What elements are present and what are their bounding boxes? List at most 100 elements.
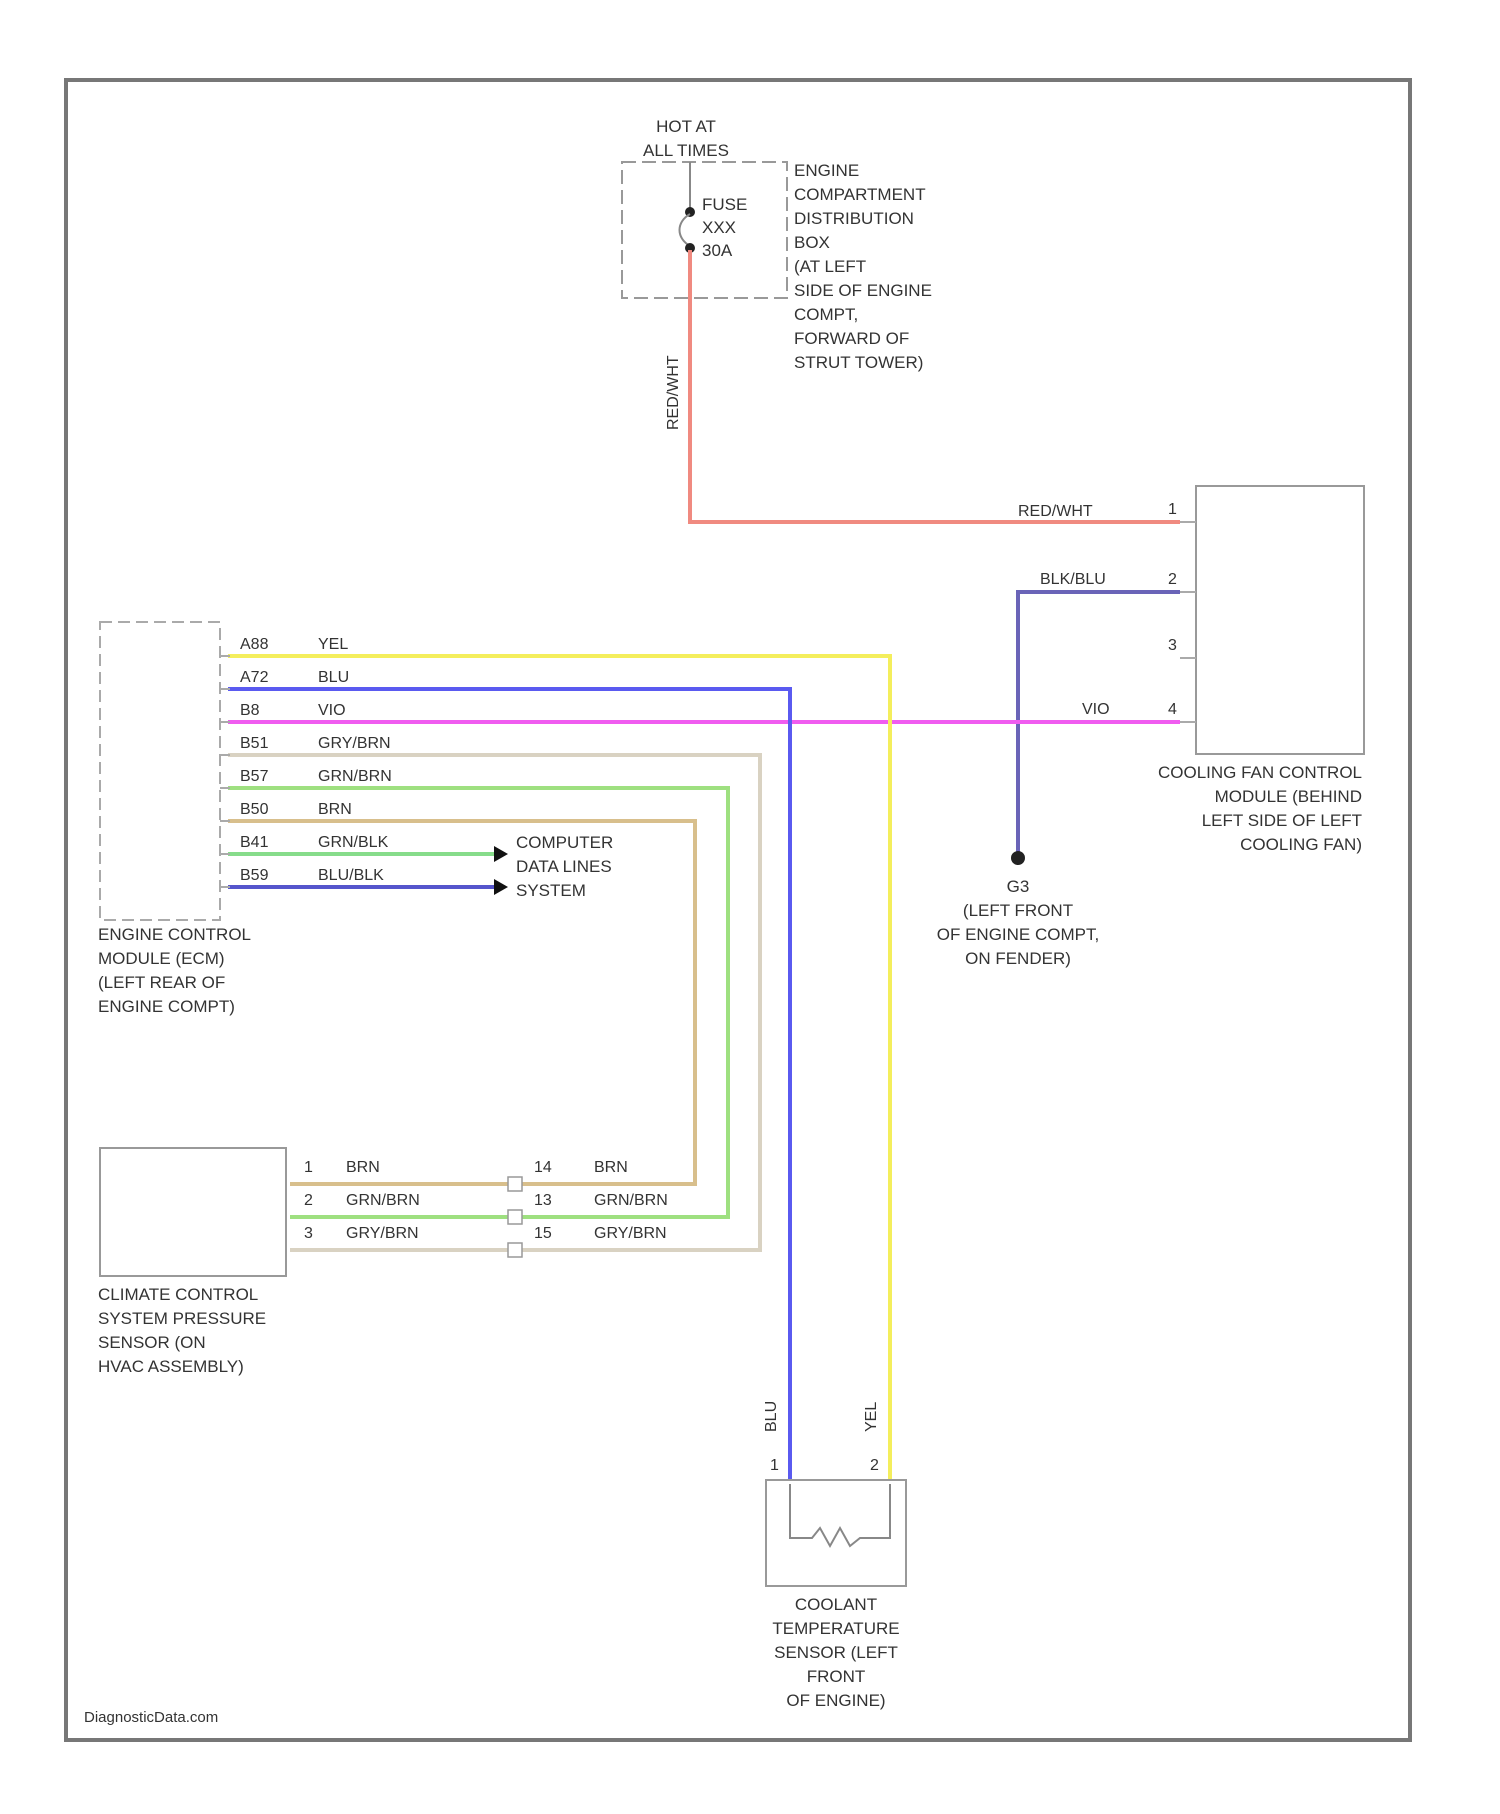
fuse-location-line-2: COMPARTMENT [794,185,926,204]
computer-data-lines: COMPUTER DATA LINES SYSTEM [494,833,613,900]
fuse-label-line-1: FUSE [702,195,747,214]
wire-label-vio: VIO [1082,701,1110,718]
fan-pin-2: 2 [1168,571,1177,588]
coolant-label-line-2: TEMPERATURE [772,1619,899,1638]
fan-module-label-line-3: LEFT SIDE OF LEFT [1202,811,1362,830]
fan-module-label-line-2: MODULE (BEHIND [1215,787,1362,806]
wire-brn [228,821,695,1184]
coolant-label-line-1: COOLANT [795,1595,877,1614]
pressure-label-line-1: CLIMATE CONTROL [98,1285,258,1304]
wire-label-red-wht: RED/WHT [1018,503,1093,520]
inline-pin-14: 14 [534,1159,552,1176]
pressure-sensor-box [100,1148,286,1276]
pressure-pin-3: 3 [304,1225,313,1242]
pressure-label-line-4: HVAC ASSEMBLY) [98,1357,244,1376]
ecm-pin-wire-color: GRN/BRN [318,768,392,785]
inline-connector-pin-1 [508,1177,522,1191]
power-label-line-1: HOT AT [656,117,716,136]
ecm-pin-number: B57 [240,768,269,785]
data-line-arrow-2 [494,879,508,895]
ground-g3: G3 (LEFT FRONT OF ENGINE COMPT, ON FENDE… [937,851,1099,968]
data-lines-label-line-3: SYSTEM [516,881,586,900]
pressure-pin-1-color: BRN [346,1159,380,1176]
ecm-label-line-1: ENGINE CONTROL [98,925,251,944]
pressure-pin-1: 1 [304,1159,313,1176]
fuse-label-line-2: XXX [702,218,736,237]
ecm-label-line-2: MODULE (ECM) [98,949,225,968]
coolant-label-line-4: FRONT [807,1667,866,1686]
power-label-line-2: ALL TIMES [643,141,729,160]
coolant-sensor-box [766,1480,906,1586]
ecm-pin-number: B59 [240,867,269,884]
ground-label-line-3: ON FENDER) [965,949,1071,968]
wire-label-blk-blu: BLK/BLU [1040,571,1106,588]
ecm-pin-wire-color: BLU/BLK [318,867,384,884]
inline-pin-13-color: GRN/BRN [594,1192,668,1209]
data-lines-label-line-2: DATA LINES [516,857,612,876]
pressure-pin-2-color: GRN/BRN [346,1192,420,1209]
fuse-location-line-4: BOX [794,233,830,252]
data-lines-label-line-1: COMPUTER [516,833,613,852]
ecm-pin-number: A88 [240,636,269,653]
wire-label-red-wht-vertical: RED/WHT [665,355,682,430]
cooling-fan-module-box [1196,486,1364,754]
inline-pin-15-color: GRY/BRN [594,1225,667,1242]
fuse-location-line-8: FORWARD OF [794,329,909,348]
wire-blu [228,689,790,1480]
ecm-pin-wire-color: VIO [318,702,346,719]
ecm-pin-wire-color: BRN [318,801,352,818]
pressure-pin-3-color: GRY/BRN [346,1225,419,1242]
fuse-location-line-1: ENGINE [794,161,859,180]
fuse-location-line-9: STRUT TOWER) [794,353,923,372]
inline-pin-13: 13 [534,1192,552,1209]
ground-id: G3 [1007,877,1030,896]
ecm-pin-wire-color: GRN/BLK [318,834,389,851]
coolant-label-line-3: SENSOR (LEFT [774,1643,898,1662]
data-line-arrow-1 [494,846,508,862]
ecm-pin-number: B51 [240,735,269,752]
wires [228,250,1180,1480]
fuse-location-line-3: DISTRIBUTION [794,209,914,228]
ecm-pin-number: B50 [240,801,269,818]
ecm-pin-wire-color: BLU [318,669,349,686]
coolant-pin-1: 1 [770,1457,779,1474]
coolant-label-line-5: OF ENGINE) [786,1691,885,1710]
coolant-wire-label-yel: YEL [863,1402,880,1432]
cooling-fan-module: 1 2 3 4 COOLING FAN CONTROL MODULE (BEHI… [1158,486,1364,854]
ground-label-line-1: (LEFT FRONT [963,901,1073,920]
ecm-label-line-3: (LEFT REAR OF [98,973,225,992]
inline-pin-14-color: BRN [594,1159,628,1176]
ecm-pin-rows: A88 YEL A72 BLU B8 VIO B51 GRY/BRN B57 GRN/BRN B50… [220,636,392,887]
fuse-location-line-5: (AT LEFT [794,257,866,276]
ecm-pin-number: A72 [240,669,269,686]
fan-pin-1: 1 [1168,501,1177,518]
coolant-pin-2: 2 [870,1457,879,1474]
ecm-pin-number: B8 [240,702,260,719]
ground-point [1011,851,1025,865]
ecm-label-line-4: ENGINE COMPT) [98,997,235,1016]
fan-module-label-line-4: COOLING FAN) [1240,835,1362,854]
fan-pin-4: 4 [1168,701,1177,718]
pressure-pin-2: 2 [304,1192,313,1209]
ecm-pin-wire-color: YEL [318,636,348,653]
coolant-temp-sensor: BLU YEL 1 2 COOLANT TEMPERATURE SENSOR (… [763,1401,906,1710]
ground-label-line-2: OF ENGINE COMPT, [937,925,1099,944]
diagram-frame [66,80,1410,1740]
ecm-pin-number: B41 [240,834,269,851]
watermark: DiagnosticData.com [84,1709,218,1726]
wire-red-wht [690,250,1180,522]
fuse-location-line-7: COMPT, [794,305,858,324]
inline-connector: 14 BRN 13 GRN/BRN 15 GRY/BRN [508,1159,668,1257]
fan-module-label-line-1: COOLING FAN CONTROL [1158,763,1362,782]
fuse-block: HOT AT ALL TIMES FUSE XXX 30A ENGINE COM… [622,117,932,372]
pressure-label-line-2: SYSTEM PRESSURE [98,1309,266,1328]
fuse-label-line-3: 30A [702,241,733,260]
fan-pin-3: 3 [1168,637,1177,654]
fuse-location-line-6: SIDE OF ENGINE [794,281,932,300]
ecm-pin-wire-color: GRY/BRN [318,735,391,752]
inline-connector-pin-2 [508,1210,522,1224]
coolant-wire-label-blu: BLU [763,1401,780,1432]
inline-pin-15: 15 [534,1225,552,1242]
ecm-box-outline [100,622,220,920]
